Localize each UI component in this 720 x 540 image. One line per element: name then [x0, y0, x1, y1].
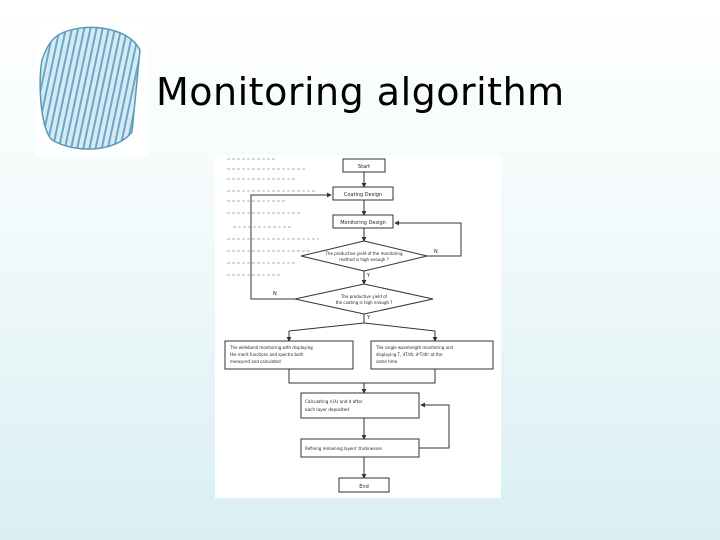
coating-design-node: Coating Design: [332, 186, 394, 201]
decision-coating-yield: The productive yield of the coating is h…: [294, 283, 434, 315]
slide-title: Monitoring algorithm: [156, 70, 565, 114]
refining-label: Refining remaining layers' thicknesses: [305, 446, 382, 451]
end-label: End: [359, 484, 369, 490]
loop-to-monitoring-design: [394, 220, 462, 257]
decision1-line2: method is high enough ?: [339, 257, 389, 262]
calculating-line1: Calculating n(λ) and d after: [305, 399, 363, 404]
loop-to-coating-design: [250, 192, 332, 300]
decision2-line1: The productive yield of: [340, 294, 388, 299]
single-wavelength-node: The single wavelength monitoring and dis…: [370, 340, 494, 370]
wideband-line2: the merit functions and spectra both: [230, 352, 304, 357]
wafer-icon: [39, 26, 141, 150]
start-node: Start: [342, 158, 386, 173]
monitoring-design-node: Monitoring Design: [332, 214, 394, 229]
decision2-yes-label: Y: [366, 315, 371, 321]
decision2-line2: the coating is high enough ?: [336, 300, 393, 305]
loop-to-calculating: [419, 402, 450, 449]
wideband-line3: measured and calculated: [230, 359, 281, 364]
wideband-monitoring-node: The wideband monitoring with displaying …: [224, 340, 354, 370]
split-left: [288, 322, 365, 332]
decision1-yes-label: Y: [366, 273, 371, 279]
single-wavelength-line1: The single wavelength monitoring and: [375, 345, 453, 350]
refining-node: Refining remaining layers' thicknesses: [300, 438, 420, 458]
decision1-line1: The productive yield of the monitoring: [325, 251, 403, 256]
flowchart-scan: Start Coating Design Monitoring Design T…: [215, 155, 501, 498]
start-label: Start: [358, 164, 370, 170]
monitoring-design-label: Monitoring Design: [340, 220, 386, 226]
calculating-node: Calculating n(λ) and d after each layer …: [300, 392, 420, 419]
coating-design-label: Coating Design: [344, 192, 382, 198]
calculating-line2: each layer deposited: [305, 407, 349, 412]
flowchart: Start Coating Design Monitoring Design T…: [224, 158, 494, 493]
decision1-no-label: N: [434, 249, 438, 255]
single-wavelength-line3: same time: [376, 359, 398, 364]
single-wavelength-line2: displaying T, dT/dt, d²T/dt² at the: [376, 352, 443, 357]
wideband-line1: The wideband monitoring with displaying: [229, 345, 313, 350]
merge-line: [288, 369, 436, 384]
split-right: [363, 322, 436, 332]
end-node: End: [338, 477, 390, 493]
decision-monitoring-yield: The productive yield of the monitoring m…: [300, 240, 428, 272]
wafer-logo: [36, 20, 148, 156]
faint-background-text: [227, 158, 319, 276]
decision2-no-label: N: [273, 291, 277, 297]
